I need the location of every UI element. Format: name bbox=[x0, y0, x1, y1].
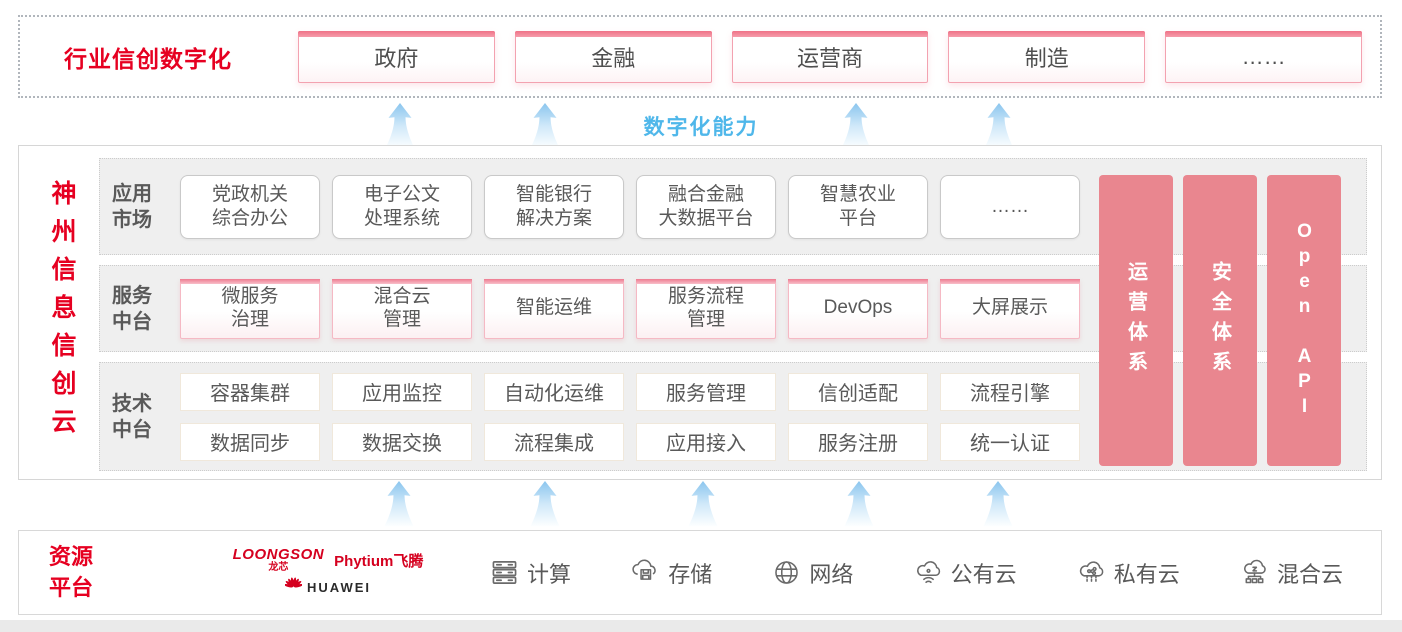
resource-item-hybrid-cloud: 混合云 bbox=[1239, 557, 1343, 589]
huawei-flower-icon bbox=[284, 576, 303, 598]
tech-box-automated-ops: 自动化运维 bbox=[484, 372, 624, 411]
resource-item-private-cloud: 私有云 bbox=[1076, 557, 1180, 589]
app-box-party-gov-office: 党政机关 综合办公 bbox=[180, 174, 320, 239]
resource-item-network: 网络 bbox=[771, 557, 853, 589]
platform-rows: 应用 市场 党政机关 综合办公 电子公文 处理系统 智能银行 解决方案 融合金融… bbox=[99, 158, 1367, 471]
tech-box-service-registry: 服务注册 bbox=[788, 422, 928, 461]
tech-box-process-integration: 流程集成 bbox=[484, 422, 624, 461]
service-grid: 微服务 治理 混合云 管理 智能运维 服务流程 管理 DevOps 大屏展示 bbox=[180, 278, 1080, 339]
up-arrow-icon bbox=[530, 481, 560, 527]
up-arrow-icon bbox=[688, 481, 718, 527]
resource-item-label: 计算 bbox=[527, 561, 572, 587]
up-arrow-icon bbox=[984, 103, 1014, 149]
industry-band-title: 行业信创数字化 bbox=[64, 45, 232, 72]
app-market-row: 应用 市场 党政机关 综合办公 电子公文 处理系统 智能银行 解决方案 融合金融… bbox=[99, 158, 1367, 255]
app-box-finance-bigdata: 融合金融 大数据平台 bbox=[636, 174, 776, 239]
tech-box-data-sync: 数据同步 bbox=[180, 422, 320, 461]
tech-box-app-monitoring: 应用监控 bbox=[332, 372, 472, 411]
capability-label: 数字化能力 bbox=[643, 116, 759, 139]
industry-box-operator: 运营商 bbox=[731, 30, 929, 83]
storage-cloud-icon bbox=[630, 557, 661, 588]
resource-band: 资源 平台 LOONGSON 龙芯 Phytium飞腾 bbox=[18, 530, 1382, 615]
resource-item-label: 私有云 bbox=[1113, 561, 1180, 587]
app-box-smart-banking: 智能银行 解决方案 bbox=[484, 174, 624, 239]
up-arrow-icon bbox=[384, 481, 414, 527]
up-arrow-icon bbox=[844, 481, 874, 527]
service-box-hybrid-cloud-mgmt: 混合云 管理 bbox=[332, 278, 472, 339]
industry-box-government: 政府 bbox=[298, 30, 495, 83]
resource-item-public-cloud: 公有云 bbox=[913, 557, 1017, 589]
phytium-logo: Phytium飞腾 bbox=[334, 553, 424, 570]
side-bar-open-api: Open API bbox=[1267, 175, 1341, 466]
network-globe-icon bbox=[771, 557, 802, 588]
resource-items: 计算 存储 网络 bbox=[433, 557, 1381, 589]
app-box-smart-agriculture: 智慧农业 平台 bbox=[788, 174, 928, 239]
service-box-service-process-mgmt: 服务流程 管理 bbox=[636, 278, 776, 339]
huawei-wordmark: HUAWEI bbox=[307, 579, 371, 595]
loongson-logo: LOONGSON 龙芯 bbox=[233, 547, 325, 573]
service-box-intelligent-ops: 智能运维 bbox=[484, 278, 624, 339]
public-cloud-icon bbox=[913, 557, 944, 588]
resource-item-storage: 存储 bbox=[630, 557, 712, 589]
resource-band-title: 资源 平台 bbox=[49, 543, 94, 600]
side-bar-operation-system: 运营体系 bbox=[1099, 175, 1173, 466]
industry-box-finance: 金融 bbox=[514, 30, 712, 83]
app-box-more: …… bbox=[940, 174, 1080, 239]
tech-row-label: 技术 中台 bbox=[112, 392, 152, 441]
platform-title: 神州信息信创云 bbox=[48, 179, 76, 446]
platform-panel: 神州信息信创云 应用 市场 党政机关 综合办公 电子公文 处理系统 智能银行 解… bbox=[18, 145, 1382, 480]
industry-box-more: …… bbox=[1165, 30, 1362, 83]
tech-box-app-access: 应用接入 bbox=[636, 422, 776, 461]
loongson-wordmark: LOONGSON bbox=[232, 546, 325, 563]
service-row-label: 服务 中台 bbox=[112, 284, 152, 333]
hybrid-cloud-icon bbox=[1239, 557, 1270, 588]
tech-box-data-exchange: 数据交换 bbox=[332, 422, 472, 461]
service-box-microservice-governance: 微服务 治理 bbox=[180, 278, 320, 339]
tech-box-xinchuang-adaptation: 信创适配 bbox=[788, 372, 928, 411]
tech-box-process-engine: 流程引擎 bbox=[940, 372, 1080, 411]
resource-item-label: 网络 bbox=[809, 561, 854, 587]
tech-box-service-mgmt: 服务管理 bbox=[636, 372, 776, 411]
industry-box-manufacturing: 制造 bbox=[948, 30, 1146, 83]
bottom-strip bbox=[0, 620, 1402, 632]
tech-box-unified-auth: 统一认证 bbox=[940, 422, 1080, 461]
loongson-chinese-label: 龙芯 bbox=[268, 562, 289, 573]
tech-box-container-cluster: 容器集群 bbox=[180, 372, 320, 411]
up-arrow-icon bbox=[983, 481, 1013, 527]
app-market-grid: 党政机关 综合办公 电子公文 处理系统 智能银行 解决方案 融合金融 大数据平台… bbox=[180, 174, 1080, 239]
logo-row: LOONGSON 龙芯 Phytium飞腾 bbox=[233, 547, 424, 573]
resource-item-label: 公有云 bbox=[950, 561, 1017, 587]
industry-box-list: 政府 金融 运营商 制造 …… bbox=[298, 30, 1362, 83]
vendor-logos: LOONGSON 龙芯 Phytium飞腾 HUAWEI bbox=[223, 547, 433, 598]
service-box-devops: DevOps bbox=[788, 278, 928, 339]
app-market-row-label: 应用 市场 bbox=[112, 182, 152, 231]
resource-item-label: 存储 bbox=[668, 561, 713, 587]
tech-platform-row: 技术 中台 容器集群 应用监控 自动化运维 服务管理 信创适配 流程引擎 数据同… bbox=[99, 362, 1367, 471]
resource-item-label: 混合云 bbox=[1276, 561, 1343, 587]
app-box-e-document-system: 电子公文 处理系统 bbox=[332, 174, 472, 239]
compute-server-icon bbox=[489, 557, 520, 588]
up-arrow-icon bbox=[841, 103, 871, 149]
resource-item-compute: 计算 bbox=[489, 557, 571, 589]
huawei-logo: HUAWEI bbox=[284, 576, 371, 598]
industry-band: 行业信创数字化 政府 金融 运营商 制造 …… bbox=[18, 15, 1382, 98]
side-bar-security-system: 安全体系 bbox=[1183, 175, 1257, 466]
service-box-big-screen-display: 大屏展示 bbox=[940, 278, 1080, 339]
service-platform-row: 服务 中台 微服务 治理 混合云 管理 智能运维 服务流程 管理 DevOps … bbox=[99, 265, 1367, 352]
private-cloud-icon bbox=[1076, 557, 1107, 588]
tech-grid: 容器集群 应用监控 自动化运维 服务管理 信创适配 流程引擎 数据同步 数据交换… bbox=[180, 372, 1080, 461]
